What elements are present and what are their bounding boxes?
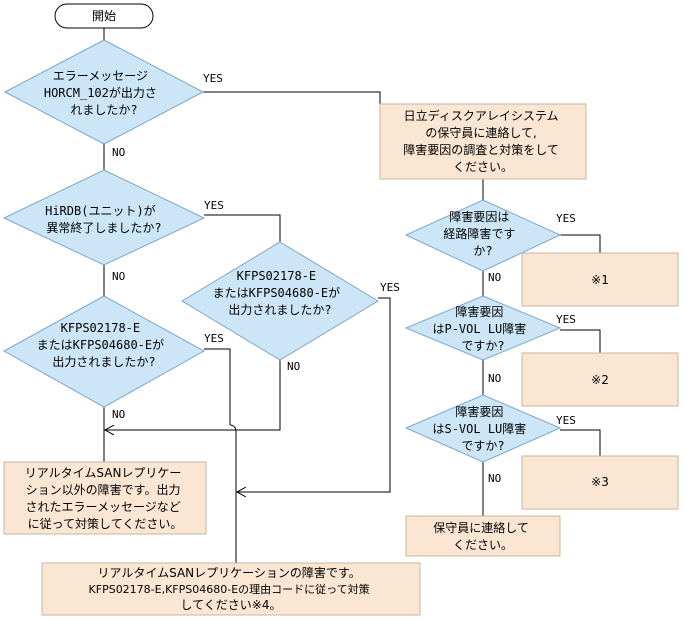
label-no-q7: NO (488, 472, 501, 485)
decision-path-failure (404, 199, 562, 272)
label-yes-q5: YES (556, 212, 576, 225)
decision-hirdb-abend (2, 169, 206, 266)
box-contact-hitachi-maintenance (379, 103, 587, 180)
box-note-1 (521, 252, 679, 307)
box-contact-maintenance (405, 515, 561, 557)
start-label: 開始 (92, 9, 116, 23)
box-note-2-text: ※2 (591, 373, 609, 387)
label-no-q6: NO (488, 372, 501, 385)
box-non-rtsan-failure-text: リアルタイムSANレプリケー ション以外の障害です。出力 されたエラーメッセージ… (25, 466, 186, 531)
box-note-3-text: ※3 (591, 475, 609, 489)
decision-horcm102 (3, 39, 205, 145)
decision-kfps-message-left-text: KFPS02178-E またはKFPS04680-Eが 出力されましたか? (37, 321, 172, 369)
decision-kfps-message-right-text: KFPS02178-E またはKFPS04680-Eが 出力されましたか? (213, 269, 348, 317)
label-no-q1: NO (112, 146, 125, 159)
box-rtsan-failure-text: リアルタイムSANレプリケーションの障害です。 KFPS02178-E,KFPS… (89, 565, 374, 612)
start-terminator (54, 3, 154, 29)
box-contact-maintenance-text: 保守員に連絡して ください。 (433, 520, 532, 552)
decision-hirdb-abend-text: HiRDB(ユニット)が 異常終了しましたか? (45, 203, 163, 235)
decision-kfps-message-right (181, 241, 379, 361)
label-no-q2: NO (112, 270, 125, 283)
label-yes-q6: YES (556, 313, 576, 326)
box-contact-hitachi-maintenance-text: 日立ディスクアレイシステム の保守員に連絡して, 障害要因の調査と対策をして く… (403, 108, 562, 174)
decision-svol-failure-text: 障害要因 はS-VOL LU障害 ですか? (432, 404, 533, 453)
label-yes-q1: YES (203, 72, 223, 85)
connector-lines (103, 28, 601, 563)
label-yes-q4: YES (204, 332, 224, 345)
decision-pvol-failure-text: 障害要因 はP-VOL LU障害 ですか? (432, 304, 533, 353)
decision-svol-failure (404, 394, 562, 463)
box-note-2 (521, 352, 679, 407)
label-yes-q2: YES (204, 199, 224, 212)
decision-path-failure-text: 障害要因は 経路障害です か? (443, 209, 522, 258)
decision-kfps-message-left (2, 295, 206, 408)
label-yes-q7: YES (556, 414, 576, 427)
decision-horcm102-text: エラーメッセージ HORCM_102が出力さ れましたか? (44, 69, 164, 117)
label-yes-q3: YES (380, 281, 400, 294)
label-no-q3: NO (287, 360, 300, 373)
label-no-q5: NO (488, 271, 501, 284)
box-non-rtsan-failure (3, 461, 207, 535)
box-note-1-text: ※1 (591, 273, 609, 287)
decision-pvol-failure (404, 295, 562, 361)
label-no-q4: NO (112, 408, 125, 421)
box-note-3 (521, 455, 679, 510)
box-rtsan-failure (41, 562, 421, 616)
